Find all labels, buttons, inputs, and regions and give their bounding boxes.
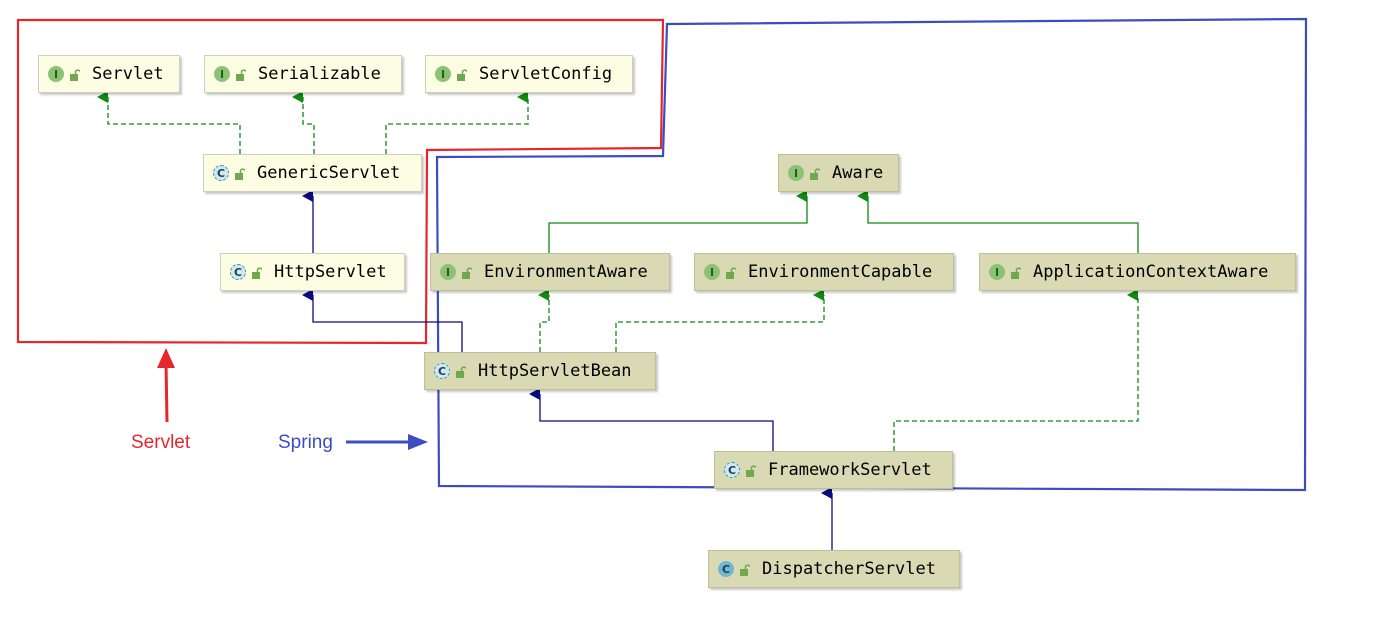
node-label: HttpServlet [274, 262, 387, 282]
node-label: Aware [832, 163, 884, 183]
open-lock-icon [746, 464, 756, 477]
node-label: EnvironmentAware [484, 262, 648, 282]
application-context-aware-extends-aware [857, 190, 1139, 253]
http-servlet-node[interactable]: C HttpServlet [220, 253, 405, 291]
http-servlet-bean-extends-http-servlet [302, 289, 463, 352]
servlet-annotation-arrow [157, 348, 175, 423]
framework-servlet-node[interactable]: C FrameworkServlet [714, 451, 953, 489]
environment-aware-node[interactable]: I EnvironmentAware [430, 253, 670, 291]
open-lock-icon [70, 68, 80, 81]
interface-icon: I [704, 264, 720, 280]
node-label: ApplicationContextAware [1033, 262, 1269, 282]
open-lock-icon [810, 167, 820, 180]
node-label: HttpServletBean [478, 361, 632, 381]
open-lock-icon [726, 266, 736, 279]
interface-icon: I [989, 264, 1005, 280]
node-label: ServletConfig [479, 64, 613, 84]
spring-annotation-arrow [346, 434, 428, 450]
http-servlet-bean-implements-environment-aware [538, 289, 550, 352]
node-label: DispatcherServlet [762, 559, 936, 579]
node-label: FrameworkServlet [768, 460, 932, 480]
interface-icon: I [48, 66, 64, 82]
node-label: Serializable [258, 64, 381, 84]
interface-icon: I [435, 66, 451, 82]
class-icon: C [718, 561, 734, 577]
abstract-class-icon: C [213, 165, 229, 181]
open-lock-icon [462, 266, 472, 279]
aware-node[interactable]: I Aware [778, 154, 899, 192]
servlet-config-node[interactable]: I ServletConfig [425, 55, 633, 93]
spring-group-caption: Spring [278, 432, 333, 453]
interface-icon: I [788, 165, 804, 181]
generic-servlet-implements-servlet-config [385, 91, 529, 154]
abstract-class-icon: C [724, 462, 740, 478]
open-lock-icon [235, 167, 245, 180]
abstract-class-icon: C [434, 363, 450, 379]
servlet-group-caption: Servlet [131, 432, 191, 453]
generic-servlet-implements-servlet [97, 91, 241, 154]
open-lock-icon [740, 563, 750, 576]
open-lock-icon [1011, 266, 1021, 279]
servlet-group-outline [16, 18, 665, 345]
servlet-node[interactable]: I Servlet [38, 55, 180, 93]
node-label: EnvironmentCapable [748, 262, 933, 282]
framework-servlet-extends-http-servlet-bean [529, 388, 774, 451]
serializable-node[interactable]: I Serializable [204, 55, 402, 93]
open-lock-icon [456, 365, 466, 378]
application-context-aware-node[interactable]: I ApplicationContextAware [979, 253, 1296, 291]
interface-icon: I [214, 66, 230, 82]
environment-capable-node[interactable]: I EnvironmentCapable [694, 253, 954, 291]
http-servlet-bean-node[interactable]: C HttpServletBean [424, 352, 656, 390]
spring-group-outline [435, 17, 1308, 492]
generic-servlet-implements-serializable [292, 91, 315, 154]
http-servlet-bean-implements-environment-capable [615, 289, 825, 352]
abstract-class-icon: C [230, 264, 246, 280]
open-lock-icon [236, 68, 246, 81]
generic-servlet-node[interactable]: C GenericServlet [203, 154, 422, 192]
interface-icon: I [440, 264, 456, 280]
node-label: GenericServlet [257, 163, 401, 183]
framework-servlet-implements-application-context-aware [893, 289, 1139, 451]
dispatcher-servlet-node[interactable]: C DispatcherServlet [708, 550, 960, 588]
environment-aware-extends-aware [548, 190, 808, 253]
open-lock-icon [252, 266, 262, 279]
node-label: Servlet [92, 64, 164, 84]
open-lock-icon [457, 68, 467, 81]
